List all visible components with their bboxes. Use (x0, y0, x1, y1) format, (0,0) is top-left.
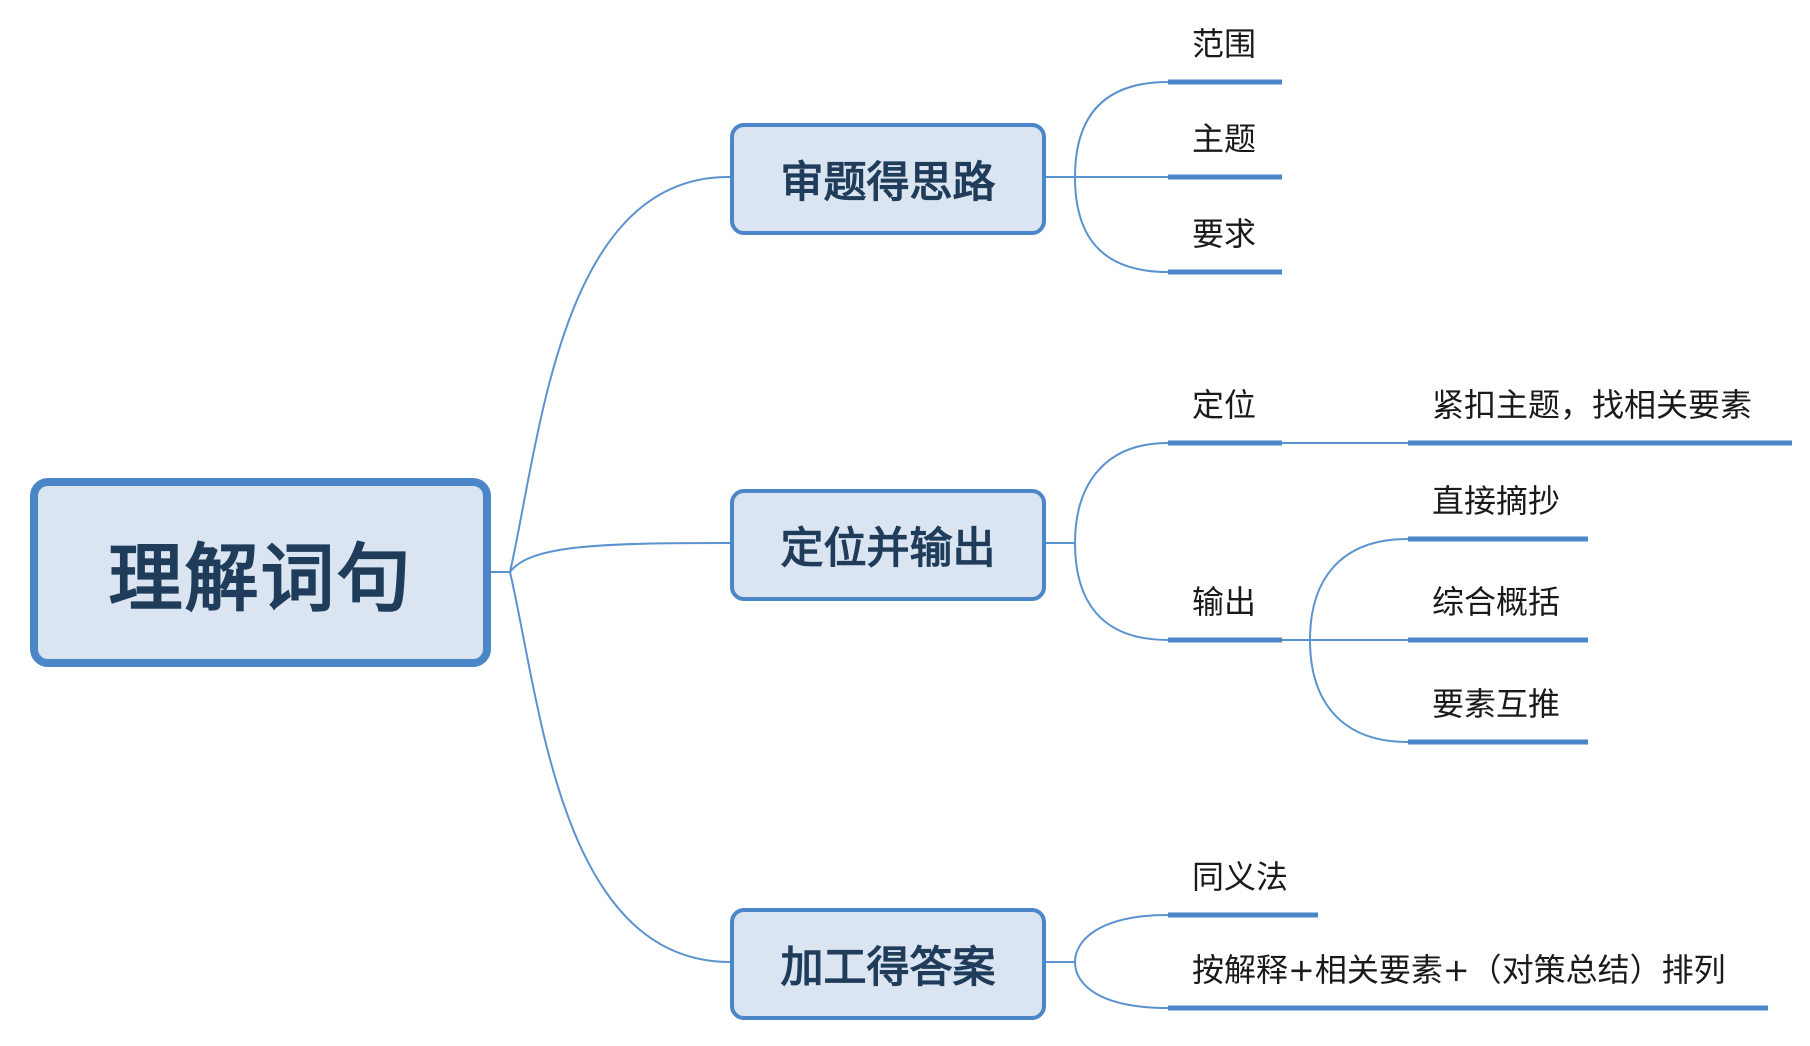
branch-dingwei-shuchu[interactable]: 定位并输出 (730, 489, 1046, 601)
branch-jiagong[interactable]: 加工得答案 (730, 908, 1046, 1020)
topic-anjieshi[interactable]: 按解释+相关要素+（对策总结）排列 (1192, 951, 1726, 989)
topic-zonghe-gaikuo[interactable]: 综合概括 (1432, 583, 1561, 621)
topic-zhijie-zhaichao[interactable]: 直接摘抄 (1432, 482, 1561, 520)
topic-yaoqiu[interactable]: 要求 (1192, 215, 1257, 253)
topic-tongyifa[interactable]: 同义法 (1192, 858, 1289, 896)
topic-dingwei[interactable]: 定位 (1192, 386, 1257, 424)
topic-fanwei[interactable]: 范围 (1192, 25, 1257, 63)
topic-yaosu-hutui[interactable]: 要素互推 (1432, 685, 1561, 723)
topic-shuchu[interactable]: 输出 (1192, 583, 1257, 621)
root-topic[interactable]: 理解词句 (30, 478, 491, 667)
branch-shenti[interactable]: 审题得思路 (730, 123, 1046, 235)
topic-jinkou-zhuti[interactable]: 紧扣主题，找相关要素 (1432, 386, 1753, 424)
topic-zhuti[interactable]: 主题 (1192, 120, 1257, 158)
